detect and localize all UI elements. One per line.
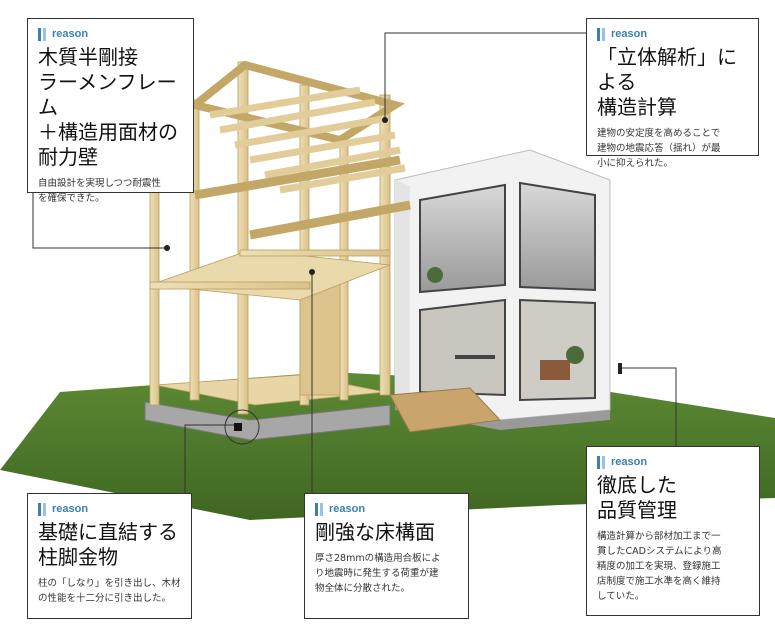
reason-tag: reason xyxy=(38,502,181,516)
reason-card-floor: reason 剛強な床構面 厚さ28mmの構造用合板によ り地震時に発生する荷重… xyxy=(304,493,469,619)
foundation-callout-circle xyxy=(224,409,260,445)
card-description: 厚さ28mmの構造用合板によ り地震時に発生する荷重が建 物全体に分散された。 xyxy=(315,553,441,594)
reason-card-quality: reason 徹底した 品質管理 構造計算から部材加工まで一 貫したCADシステ… xyxy=(586,446,760,616)
reason-tag: reason xyxy=(315,502,458,516)
reason-card-analysis: reason 「立体解析」による 構造計算 建物の安定度を高めることで 建物の地… xyxy=(586,18,759,169)
timber-frame xyxy=(149,60,411,415)
card-description: 自由設計を実現しつつ耐震性 を確保できた。 xyxy=(38,178,161,204)
card-title: 基礎に直結する 柱脚金物 xyxy=(38,520,178,569)
reason-tag: reason xyxy=(597,27,748,41)
card-title: 「立体解析」による 構造計算 xyxy=(597,45,737,119)
card-title: 徹底した 品質管理 xyxy=(597,473,677,522)
wood-deck xyxy=(389,387,502,433)
card-title: 剛強な床構面 xyxy=(315,520,435,544)
reason-card-frame: reason 木質半剛接 ラーメンフレーム ＋構造用面材の 耐力壁 自由設計を実… xyxy=(27,18,194,204)
card-title: 木質半剛接 ラーメンフレーム ＋構造用面材の 耐力壁 xyxy=(38,45,178,169)
foundation xyxy=(144,401,391,441)
leader-lines xyxy=(32,32,677,493)
reason-card-column-base: reason 基礎に直結する 柱脚金物 柱の「しなり」を引き出し、木材 の性能を… xyxy=(27,493,192,619)
reason-tag: reason xyxy=(597,455,749,469)
card-description: 柱の「しなり」を引き出し、木材 の性能を十二分に引き出した。 xyxy=(38,578,181,604)
card-description: 建物の安定度を高めることで 建物の地震応答（揺れ）が最 小に抑えられた。 xyxy=(597,128,721,169)
reason-tag: reason xyxy=(38,27,183,41)
finished-house xyxy=(394,149,611,430)
card-description: 構造計算から部材加工まで一 貫したCADシステムにより高 精度の加工を実現、登録… xyxy=(597,531,722,602)
